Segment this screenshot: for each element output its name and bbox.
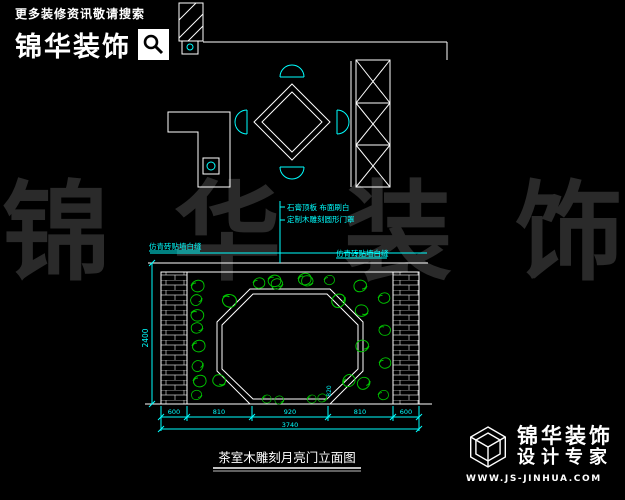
- cube-hexagon-logo-icon: [469, 425, 506, 468]
- website-url: WWW.JS-JINHUA.COM: [466, 474, 602, 484]
- display-cabinet: [350, 59, 391, 188]
- dim-segment: 600: [168, 408, 180, 416]
- column-section: [178, 2, 204, 55]
- label-ceiling: 石膏顶板 布面刷白: [287, 202, 349, 212]
- footer-subtitle: 设计专家: [517, 447, 613, 469]
- dining-table: [253, 83, 331, 161]
- brick-pier-right: [392, 271, 420, 405]
- promo-header: 更多装修资讯敬请搜索 锦华装饰: [15, 5, 169, 64]
- label-gate: 定制木雕刻圆形门罩: [287, 214, 355, 224]
- label-brick-right: 仿青砖贴墙白缝: [336, 248, 389, 258]
- dim-height: 2400: [141, 328, 150, 347]
- dim-segment: 600: [400, 408, 412, 416]
- bar-counter: [167, 111, 231, 188]
- plan-view: [167, 2, 448, 188]
- brand-name: 锦华装饰: [15, 32, 131, 63]
- dim-segment: 920: [284, 408, 296, 416]
- watermark-char: 饰: [514, 171, 623, 296]
- drawing-title-block: 茶室木雕刻月亮门立面图: [213, 450, 361, 472]
- chairs: [234, 64, 350, 180]
- company-logo-block: 锦华装饰 设计专家 WWW.JS-JINHUA.COM: [466, 424, 613, 484]
- watermark-text: 锦 华 装 饰: [0, 180, 625, 288]
- magnifier-icon: [143, 34, 164, 55]
- brick-pier-left: [160, 271, 188, 405]
- watermark-char: 锦: [2, 171, 111, 296]
- promo-tagline: 更多装修资讯敬请搜索: [15, 7, 146, 21]
- watermark-char: 华: [172, 171, 281, 296]
- label-brick-left: 仿青砖贴墙白缝: [149, 241, 202, 251]
- dim-segment: 810: [354, 408, 366, 416]
- dim-small: 820: [326, 385, 333, 397]
- dimension-annotations: 石膏顶板 布面刷白 定制木雕刻圆形门罩 仿青砖贴墙白缝 仿青砖贴墙白缝 2400: [141, 201, 423, 433]
- wall-line: [203, 41, 448, 60]
- dim-total: 3740: [282, 421, 299, 429]
- watermark-char: 装: [343, 171, 452, 296]
- dim-segment: 810: [213, 408, 225, 416]
- search-box: [138, 29, 169, 60]
- elevation-view: [145, 252, 432, 405]
- drawing-title: 茶室木雕刻月亮门立面图: [218, 450, 356, 465]
- footer-brand: 锦华装饰: [517, 424, 613, 449]
